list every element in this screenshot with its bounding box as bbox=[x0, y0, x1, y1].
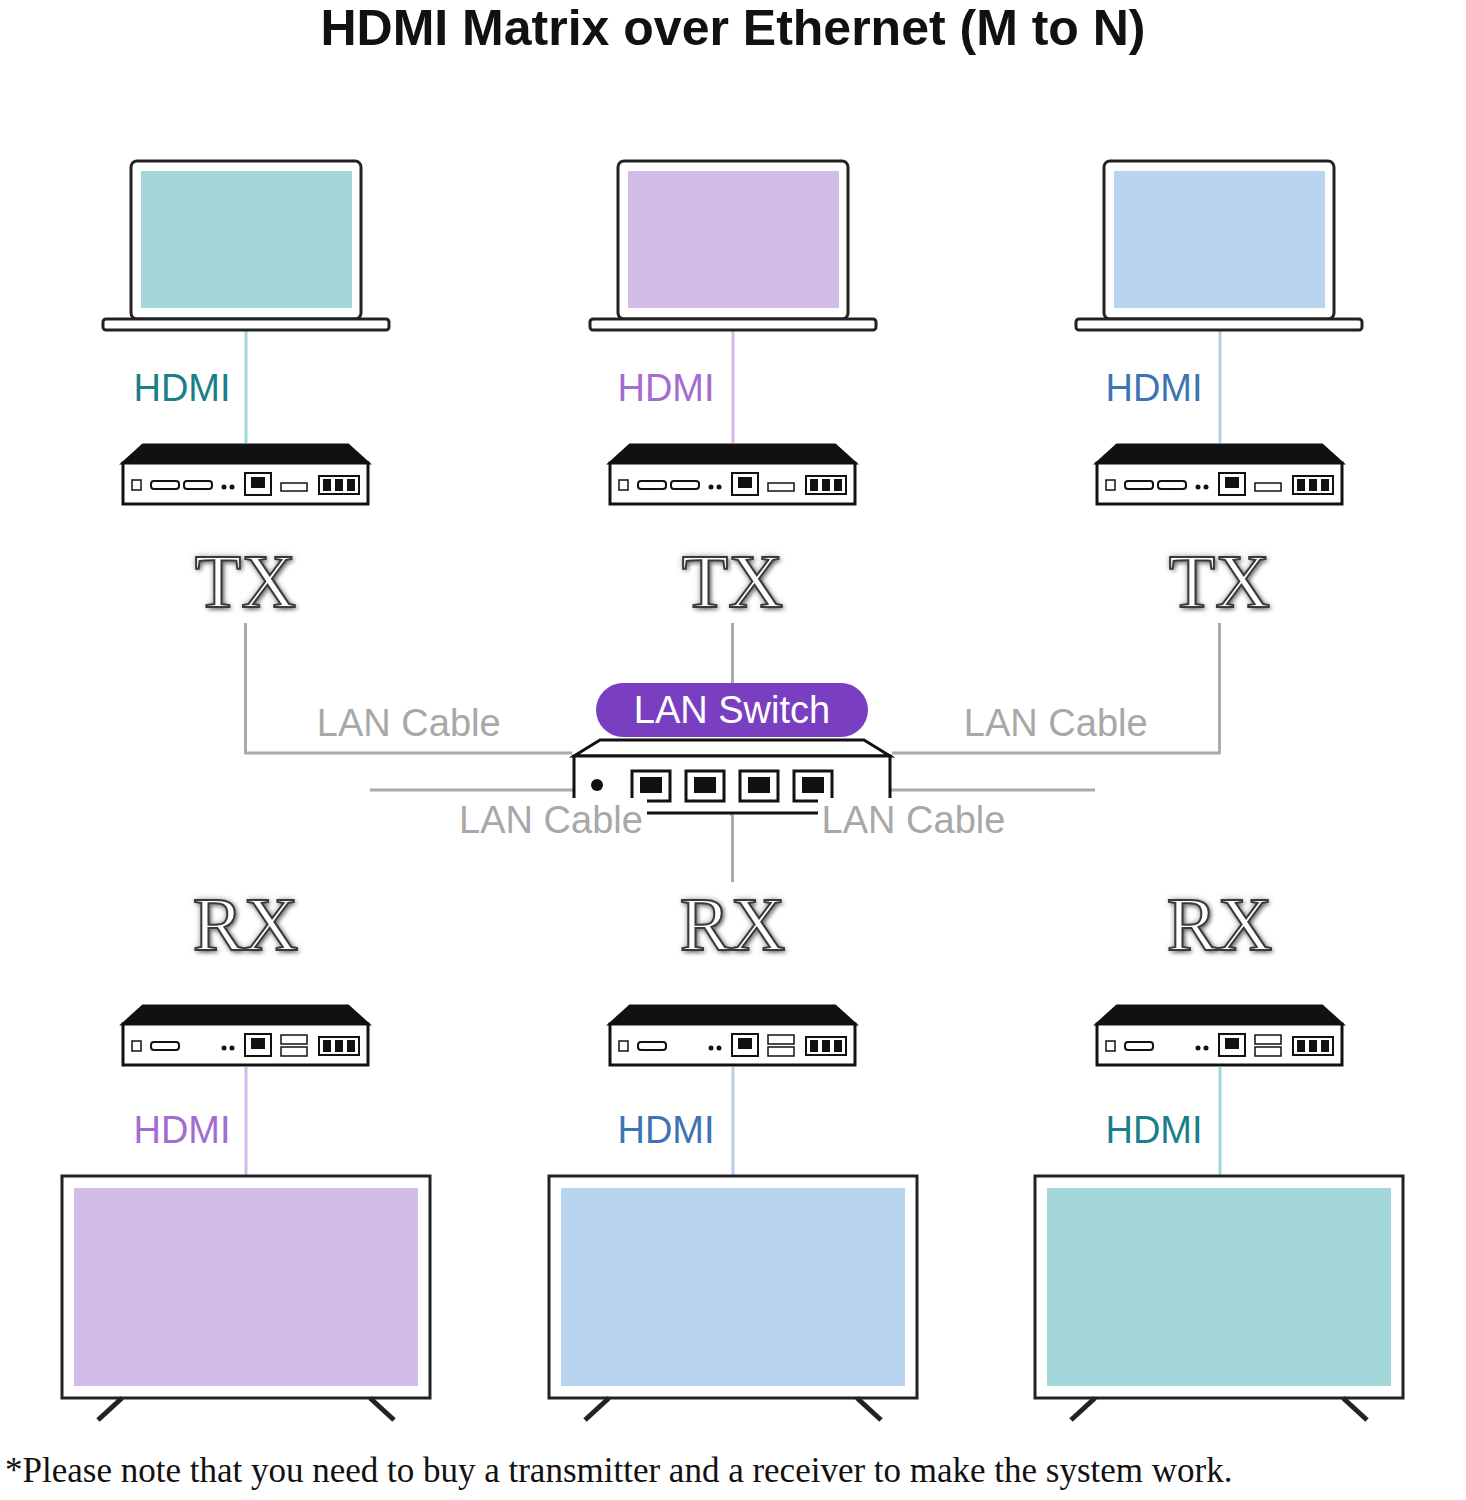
hdmi-wire bbox=[1219, 330, 1222, 443]
device-label: RX bbox=[608, 884, 857, 964]
transmitter-box: TX bbox=[121, 443, 370, 623]
laptop bbox=[1076, 161, 1362, 330]
device-symbol bbox=[608, 1004, 857, 1068]
television bbox=[62, 1176, 430, 1420]
device-symbol bbox=[608, 443, 857, 507]
device-symbol bbox=[1095, 1004, 1344, 1068]
receiver-box: RX bbox=[1095, 882, 1344, 1068]
laptop bbox=[590, 161, 876, 330]
device-label: TX bbox=[608, 541, 857, 621]
device-symbol bbox=[121, 1004, 370, 1068]
hdmi-wire bbox=[732, 330, 735, 443]
receiver-box: RX bbox=[608, 882, 857, 1068]
signal-label: HDMI bbox=[1105, 1108, 1202, 1152]
signal-label: HDMI bbox=[1105, 366, 1202, 410]
signal-label: HDMI bbox=[617, 1108, 714, 1152]
hdmi-wire bbox=[732, 1067, 735, 1175]
transmitter-box: TX bbox=[1095, 443, 1344, 623]
cable-label: LAN Cable bbox=[818, 798, 1010, 842]
hdmi-wire bbox=[245, 330, 248, 443]
lan-switch: LAN Switch bbox=[572, 683, 892, 816]
television bbox=[1035, 1176, 1403, 1420]
signal-label: HDMI bbox=[133, 366, 230, 410]
signal-label: HDMI bbox=[133, 1108, 230, 1152]
transmitter-box: TX bbox=[608, 443, 857, 623]
hdmi-wire bbox=[1219, 1067, 1222, 1175]
cable-label: LAN Cable bbox=[960, 701, 1152, 745]
lan-cable bbox=[731, 623, 734, 683]
lan-cable bbox=[246, 623, 573, 753]
laptop bbox=[103, 161, 389, 330]
diagram-title: HDMI Matrix over Ethernet (M to N) bbox=[0, 0, 1466, 56]
device-symbol bbox=[121, 443, 370, 507]
receiver-box: RX bbox=[121, 882, 370, 1068]
lan-cable bbox=[731, 816, 734, 882]
device-label: RX bbox=[121, 884, 370, 964]
caption-note: *Please note that you need to buy a tran… bbox=[5, 1450, 1233, 1492]
switch-label: LAN Switch bbox=[596, 683, 868, 737]
device-label: TX bbox=[1095, 541, 1344, 621]
device-symbol bbox=[1095, 443, 1344, 507]
television bbox=[549, 1176, 917, 1420]
device-label: RX bbox=[1095, 884, 1344, 964]
hdmi-wire bbox=[245, 1067, 248, 1175]
lan-cable bbox=[892, 623, 1220, 753]
cable-label: LAN Cable bbox=[313, 701, 505, 745]
cable-label: LAN Cable bbox=[455, 798, 647, 842]
signal-label: HDMI bbox=[617, 366, 714, 410]
device-label: TX bbox=[121, 541, 370, 621]
